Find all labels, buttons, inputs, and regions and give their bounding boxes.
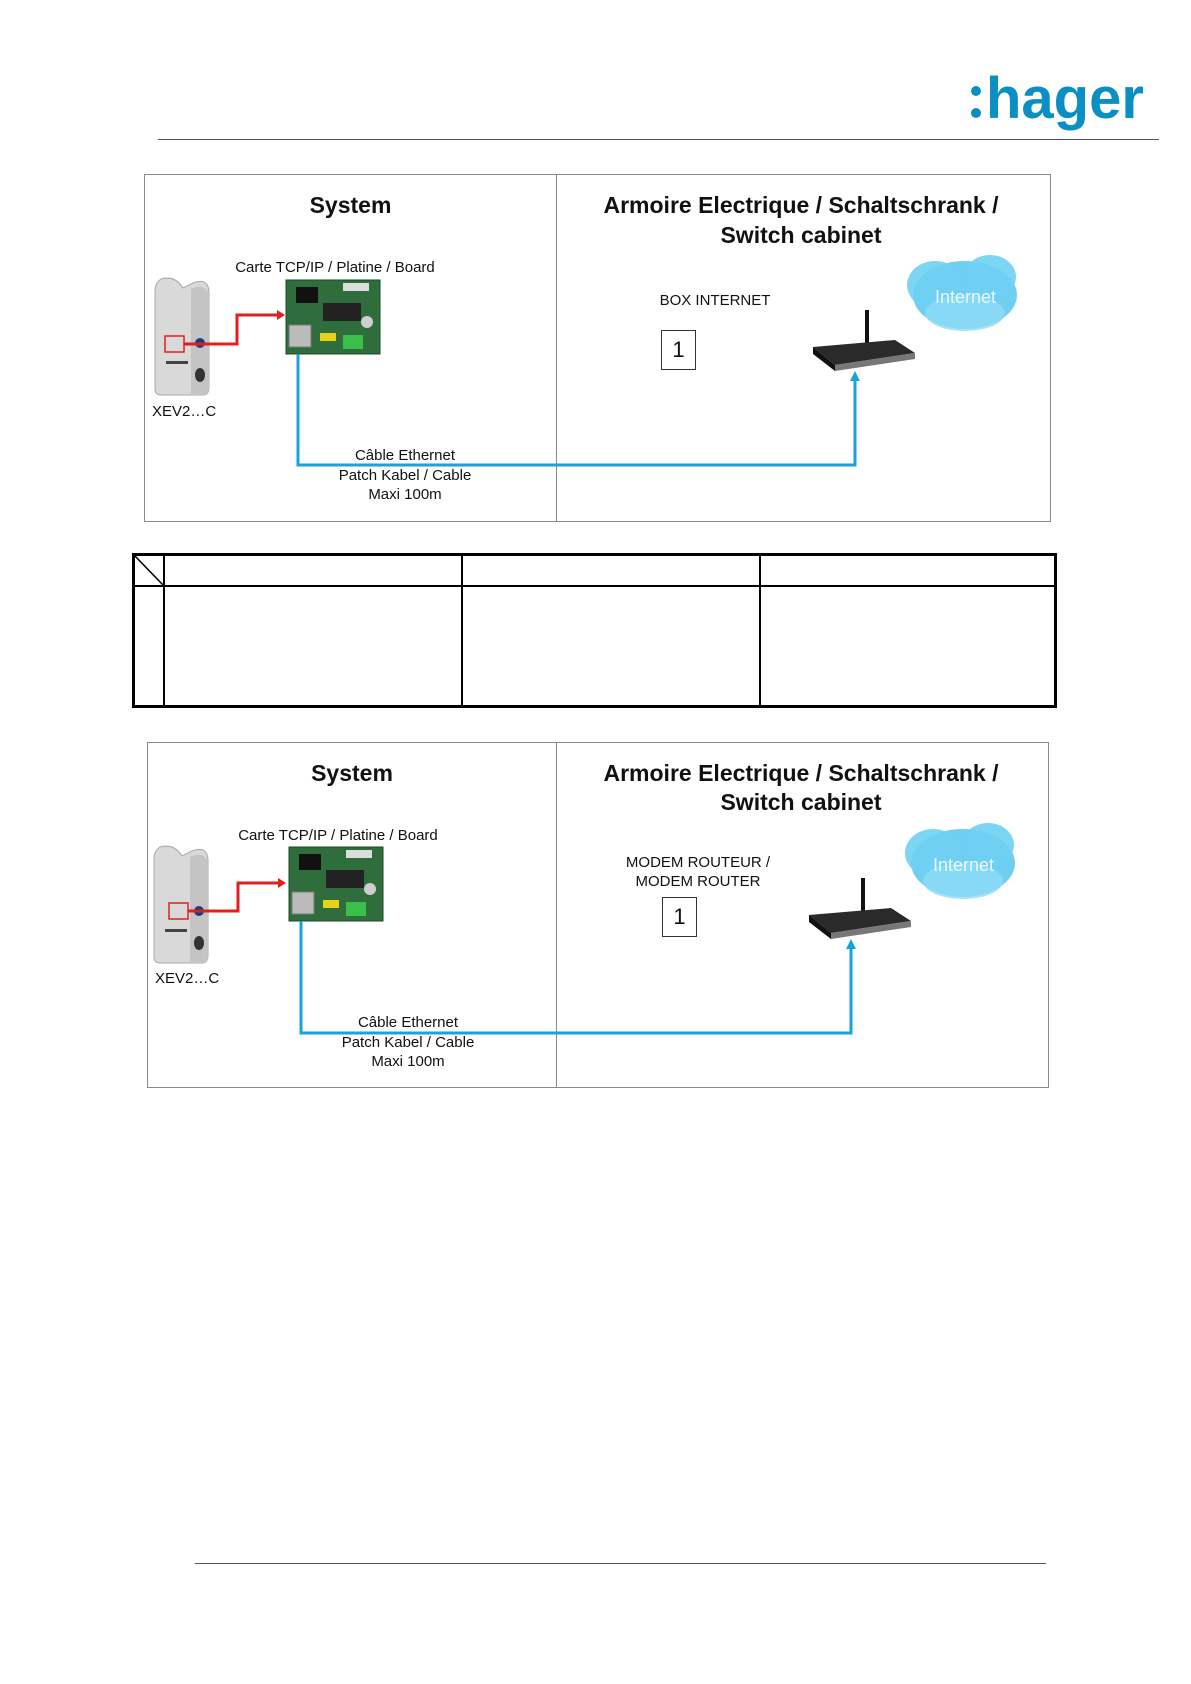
diagram-graphics: [154, 255, 1017, 467]
cabinet-title-line1: Armoire Electrique / Schaltschrank /: [603, 192, 999, 218]
table-col-rule: [759, 556, 761, 705]
device-label: XEV2…C: [152, 403, 217, 420]
system-title: System: [311, 760, 393, 786]
ethernet-cable-line: [299, 921, 853, 1035]
router-icon: [809, 878, 911, 939]
cloud-label: Internet: [933, 855, 995, 875]
diagram-graphics: [153, 823, 1015, 1035]
board-connection-wire: [184, 313, 277, 346]
logo-wordmark: hager: [986, 66, 1144, 131]
router-label-line1: MODEM ROUTEUR /: [625, 854, 771, 871]
panel-divider: [556, 175, 557, 521]
system-title: System: [309, 192, 392, 218]
header-rule: [158, 139, 1159, 140]
cabinet-title-line1: Armoire Electrique / Schaltschrank /: [603, 760, 999, 786]
box-number: 1: [661, 330, 696, 370]
table-col-rule: [461, 556, 463, 705]
diagram-box-internet: System Armoire Electrique / Schaltschran…: [144, 174, 1051, 522]
internet-cloud-icon: [905, 823, 1015, 899]
device-label: XEV2…C: [155, 970, 220, 987]
board-connection-wire: [188, 881, 278, 913]
board-label: Carte TCP/IP / Platine / Board: [235, 259, 435, 276]
router-label: BOX INTERNET: [659, 292, 771, 309]
internet-cloud-icon: [907, 255, 1017, 331]
table-header-rule: [135, 585, 1054, 587]
cloud-label: Internet: [935, 287, 997, 307]
panel-divider: [556, 743, 557, 1087]
cable-label-line3: Maxi 100m: [371, 1053, 445, 1070]
cable-label-line2: Patch Kabel / Cable: [341, 1034, 475, 1051]
router-icon: [813, 310, 915, 371]
footer-rule: [195, 1563, 1046, 1564]
diagram-modem-router: System Armoire Electrique / Schaltschran…: [147, 742, 1049, 1088]
table-col-rule: [163, 556, 165, 705]
cable-label-line3: Maxi 100m: [368, 486, 442, 503]
cable-label-line1: Câble Ethernet: [357, 1014, 459, 1031]
tcpip-board-icon: [288, 846, 384, 922]
router-label-line2: MODEM ROUTER: [635, 873, 761, 890]
charging-station-icon: [154, 277, 210, 396]
cabinet-title-line2: Switch cabinet: [720, 789, 882, 815]
cabinet-title-line2: Switch cabinet: [720, 222, 882, 248]
hager-logo: hager: [971, 66, 1144, 131]
board-label: Carte TCP/IP / Platine / Board: [238, 827, 438, 844]
ethernet-cable-line: [296, 354, 857, 467]
cable-label-line2: Patch Kabel / Cable: [338, 467, 472, 484]
table-corner-diagonal: [135, 556, 164, 586]
charging-station-icon: [153, 845, 209, 964]
box-number: 1: [662, 897, 697, 937]
tcpip-board-icon: [285, 279, 381, 355]
empty-table: [132, 553, 1057, 708]
cable-label-line1: Câble Ethernet: [354, 447, 456, 464]
